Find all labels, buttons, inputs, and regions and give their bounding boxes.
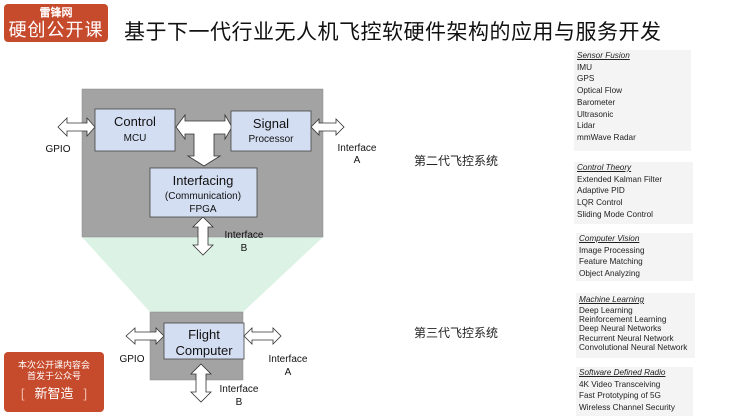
bus-t-arrow-icon [175,113,233,167]
topic-item: Fast Prototyping of 5G [579,391,661,401]
topic-item: GPS [577,74,595,84]
interfacing-sub1: (Communication) [165,191,241,202]
promo-line1: 本次公开课内容会 [17,360,90,370]
gen2-interface-a-letter: A [354,155,361,166]
topic-item: Wireless Channel Security [579,403,676,413]
topic-sensor-fusion: Sensor Fusion IMU GPS Optical Flow Barom… [574,50,691,151]
topic-item: IMU [577,62,593,72]
topic-computer-vision: Computer Vision Image Processing Feature… [576,233,693,281]
gen3-interface-a-arrow-icon [243,327,282,345]
interfacing-fpga-block [149,167,258,218]
gen2-interface-a-label: Interface [338,143,377,154]
gen3-interface-b-arrow-icon [190,363,212,403]
promo-line2: 首发于公众号 [26,371,81,381]
signal-processor-block [230,110,312,152]
promo-account-name: 新智造 [34,386,74,401]
topic-item: 4K Video Transceiving [579,379,661,389]
page-title: 基于下一代行业无人机飞控软硬件架构的应用与服务开发 [124,20,662,44]
flight-sub: Computer [175,343,233,358]
gen2-interface-b-label: Interface [225,230,264,241]
gen3-gpio-label: GPIO [119,354,144,365]
topic-heading: Control Theory [577,163,632,172]
gen3-interface-b-label: Interface [220,384,259,395]
topic-item: Feature Matching [579,257,643,267]
interface-a-arrow-icon [310,118,345,136]
evolution-funnel [82,237,323,312]
signal-sub: Processor [248,134,294,145]
topic-machine-learning: Machine Learning Deep Learning Reinforce… [576,293,695,358]
gen3-label: 第三代飞控系统 [414,326,499,340]
topic-heading: Software Defined Radio [579,368,666,377]
gen3-gpio-arrow-icon [125,327,165,345]
topic-item: Convolutional Neural Network [579,342,688,352]
control-sub: MCU [124,133,147,144]
topic-item: Barometer [577,97,616,107]
promo-account: [ 新智造] [4,385,104,403]
topic-item: Reinforcement Learning [579,315,667,325]
topic-item: Optical Flow [577,86,623,96]
topic-item: Ultrasonic [577,109,614,119]
topic-item: Image Processing [579,245,645,255]
gen2-gpio-label: GPIO [45,144,70,155]
logo-course-name: 硬创公开课 [8,20,104,40]
topic-item: Extended Kalman Filter [577,174,663,184]
control-title: Control [114,114,156,129]
topic-software-defined-radio: Software Defined Radio 4K Video Transcei… [576,367,693,416]
interfacing-sub2: FPGA [189,204,217,215]
topic-item: mmWave Radar [577,132,636,142]
flight-title: Flight [188,327,220,342]
gen2-label: 第二代飞控系统 [414,154,499,168]
topic-item: Deep Neural Networks [579,324,662,334]
topic-item: LQR Control [577,198,623,208]
topic-item: Lidar [577,121,596,131]
topic-item: Recurrent Neural Network [579,333,674,343]
topic-item: Deep Learning [579,306,633,315]
bracket-left: [ [20,386,25,401]
topic-item: Adaptive PID [577,186,625,196]
topic-heading: Sensor Fusion [577,51,630,60]
architecture-diagram: Control MCU Signal Processor Interfacing… [45,88,377,408]
gen2-interface-b-letter: B [241,243,248,254]
flight-computer-block [163,322,245,360]
logo-site-name: 雷锋网 [39,7,73,19]
promo-banner: 本次公开课内容会 首发于公众号 [ 新智造] [4,352,104,412]
logo: 雷锋网 硬创公开课 [4,4,108,42]
gen3-interface-a-letter: A [285,367,292,378]
topic-control-theory: Control Theory Extended Kalman Filter Ad… [574,162,693,224]
topic-item: Sliding Mode Control [577,209,654,219]
gen3-interface-b-letter: B [236,397,243,408]
bracket-right: ] [83,386,88,401]
topic-heading: Computer Vision [579,234,640,243]
signal-title: Signal [253,116,289,131]
gpio-arrow-icon [57,116,96,138]
topic-heading: Machine Learning [579,295,645,304]
gen3-interface-a-label: Interface [269,354,308,365]
topic-item: Object Analyzing [579,269,640,279]
control-mcu-block [94,108,176,152]
interfacing-title: Interfacing [173,173,234,188]
interface-b-arrow-icon [192,216,214,256]
